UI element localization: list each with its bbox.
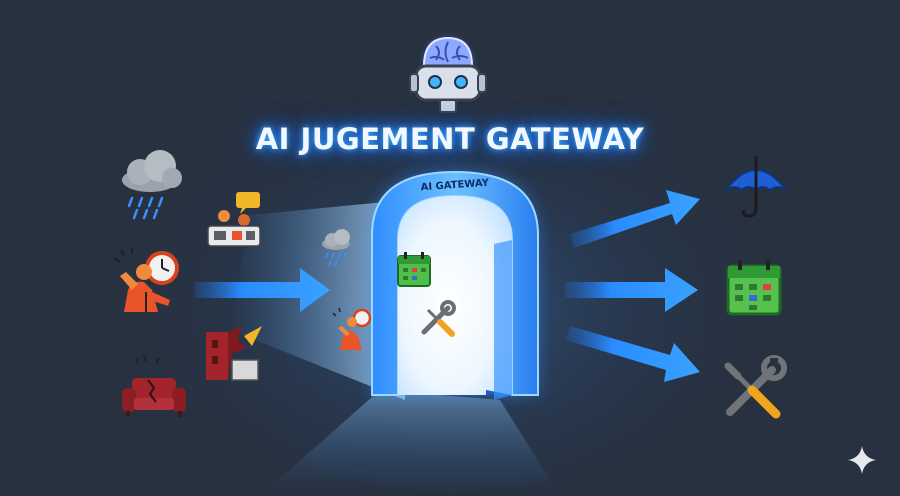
rain-cloud-icon bbox=[122, 150, 182, 220]
tools-icon bbox=[724, 355, 787, 419]
meeting-speech-icon bbox=[207, 192, 261, 247]
diagram-title: AI JUGEMENT GATEWAY bbox=[255, 122, 645, 156]
robot-head-icon bbox=[409, 32, 487, 113]
rain-cloud-small-icon bbox=[322, 229, 350, 267]
frustrated-person-small-icon bbox=[332, 307, 372, 350]
frustrated-person-clock-icon bbox=[113, 247, 179, 312]
calendar-small-icon bbox=[397, 252, 431, 287]
input-arrow bbox=[195, 268, 330, 312]
ai-gateway-arch bbox=[371, 170, 539, 400]
output-arrow-down bbox=[566, 326, 700, 382]
floor-light bbox=[260, 390, 560, 496]
broken-couch-icon bbox=[122, 354, 186, 417]
calendar-icon bbox=[726, 260, 782, 316]
output-arrow-up bbox=[570, 190, 700, 248]
output-arrow-middle bbox=[565, 268, 698, 312]
tools-small-icon bbox=[421, 300, 456, 337]
broken-building-icon bbox=[206, 326, 262, 381]
gate-label: AI GATEWAY bbox=[420, 178, 490, 194]
sparkle-icon bbox=[848, 446, 876, 474]
umbrella-icon bbox=[725, 156, 787, 218]
